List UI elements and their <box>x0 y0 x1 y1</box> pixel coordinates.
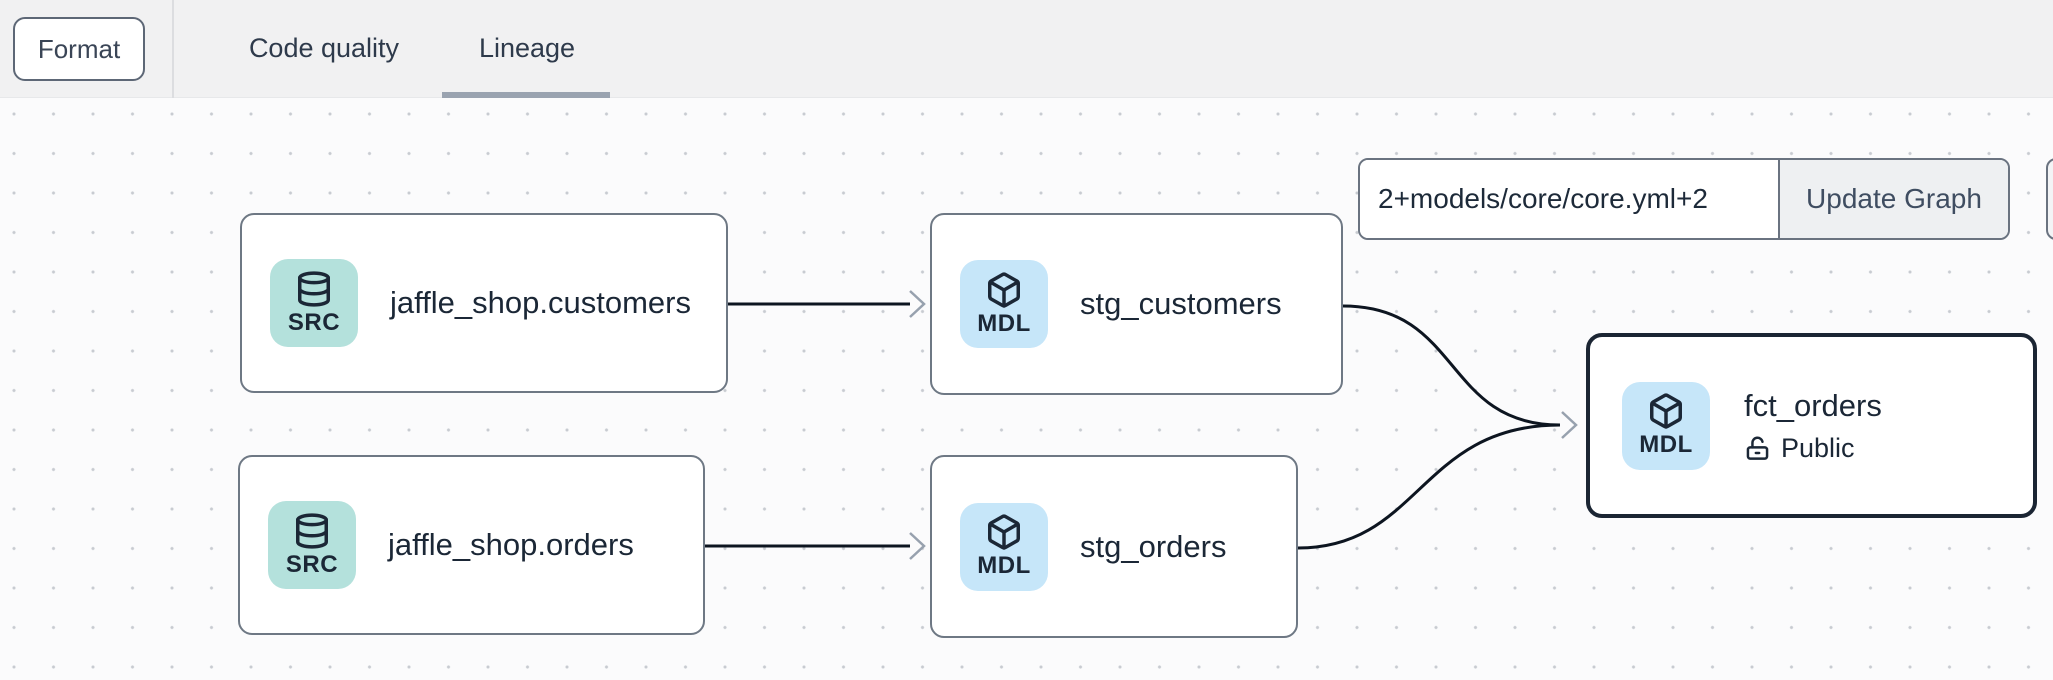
node-source-orders[interactable]: SRC jaffle_shop.orders <box>238 455 705 635</box>
cube-icon <box>1650 393 1682 429</box>
unlock-icon <box>1746 436 1769 460</box>
lineage-canvas[interactable]: SRC jaffle_shop.customers SRC jaffle_sho… <box>0 98 2053 680</box>
node-stg-customers[interactable]: MDL stg_customers <box>930 213 1343 395</box>
update-graph-button[interactable]: Update Graph <box>1778 160 2008 238</box>
node-label: stg_orders <box>1080 528 1227 564</box>
badge-type-label: MDL <box>977 309 1031 337</box>
tab-code-quality[interactable]: Code quality <box>248 33 400 63</box>
header-divider <box>172 0 174 98</box>
selector-group: Update Graph <box>1358 158 2010 240</box>
badge-type-label: MDL <box>977 552 1031 579</box>
lineage-panel-header: Format Code quality Lineage <box>0 0 2053 98</box>
node-label: stg_customers <box>1080 286 1282 321</box>
node-source-customers[interactable]: SRC jaffle_shop.customers <box>240 213 728 393</box>
source-badge: SRC <box>268 501 356 589</box>
badge-type-label: SRC <box>285 550 339 578</box>
model-badge: MDL <box>960 502 1048 591</box>
arrowhead-icon <box>909 532 926 560</box>
arrowhead-icon <box>909 290 926 318</box>
database-icon <box>296 512 328 549</box>
node-label: jaffle_shop.orders <box>388 527 634 562</box>
database-icon <box>298 270 330 307</box>
badge-type-label: MDL <box>1639 431 1693 458</box>
node-fct-orders[interactable]: MDL fct_orders Public <box>1586 333 2037 518</box>
access-badge-label: Public <box>1781 432 1855 463</box>
node-stg-orders[interactable]: MDL stg_orders <box>930 455 1298 638</box>
arrowhead-icon <box>1561 411 1578 439</box>
clipped-right-button[interactable] <box>2046 158 2053 240</box>
edge-stgorders-fct <box>1297 423 1561 550</box>
node-label: jaffle_shop.customers <box>390 285 691 320</box>
tab-lineage[interactable]: Lineage <box>478 33 576 63</box>
format-button[interactable]: Format <box>13 17 145 81</box>
cube-icon <box>988 514 1020 550</box>
active-tab-underline <box>442 92 610 98</box>
source-badge: SRC <box>270 259 358 347</box>
badge-type-label: SRC <box>287 308 341 336</box>
cube-icon <box>988 271 1020 308</box>
model-badge: MDL <box>960 260 1048 348</box>
node-label: fct_orders <box>1744 387 1882 423</box>
model-badge: MDL <box>1622 381 1710 470</box>
access-badge: Public <box>1744 433 1882 464</box>
model-selector-input[interactable] <box>1360 160 1778 238</box>
edge-stgcustomers-fct <box>1342 304 1561 427</box>
